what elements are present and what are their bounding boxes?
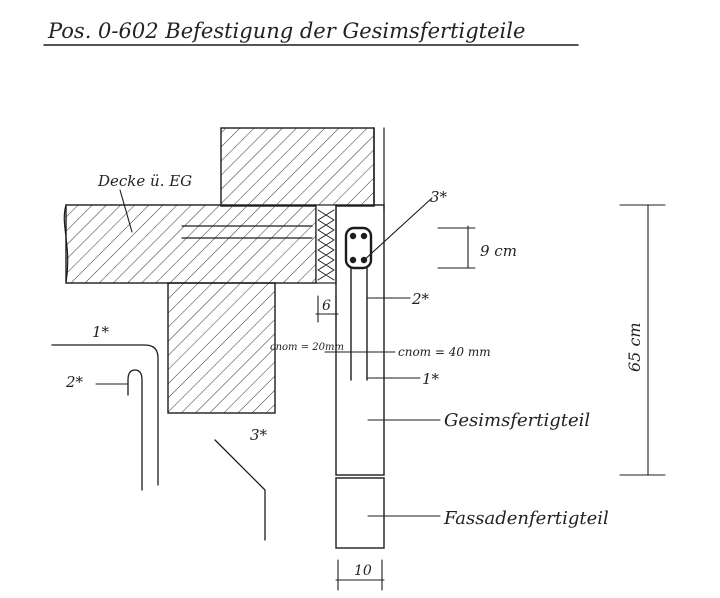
rebar-height-label: 9 cm — [480, 242, 517, 260]
slab-label: Decke ü. EG — [97, 172, 192, 190]
mark-2-right: 2* — [411, 290, 430, 308]
facade-part-label: Fassadenfertigteil — [443, 508, 609, 529]
cornice-element — [335, 204, 385, 476]
mark-3-top: 3* — [430, 188, 448, 206]
slab-leader — [119, 189, 133, 233]
mark-1-left: 1* — [92, 323, 110, 341]
left-detail-diagonal — [214, 439, 266, 541]
cover-left-label: cnom = 20mm — [270, 342, 344, 353]
slab-break-line — [63, 204, 69, 284]
insulation-width-label: 6 — [322, 298, 331, 314]
cornice-part-label: Gesimsfertigteil — [444, 410, 590, 431]
left-detail-outline — [51, 344, 159, 486]
mark-1-right: 1* — [422, 370, 440, 388]
lower-wall — [167, 282, 276, 414]
rebar-bar-3 — [349, 256, 357, 264]
mark-2-left: 2* — [65, 373, 84, 391]
m3-top-leader — [361, 197, 433, 263]
upper-wall — [220, 127, 375, 207]
insulation-pattern — [317, 209, 335, 281]
overall-height-label: 65 cm — [625, 322, 644, 372]
drawing-title: Pos. 0-602 Befestigung der Gesimsfertigt… — [47, 19, 525, 43]
mark-3-left: 3* — [250, 426, 268, 444]
facade-element — [335, 477, 385, 549]
rebar-bar-1 — [349, 232, 357, 240]
cover-right-label: cnom = 40 mm — [398, 345, 491, 359]
facade-width-label: 10 — [354, 563, 372, 579]
left-detail-bar — [127, 369, 143, 491]
insulation-strip — [315, 204, 337, 284]
rebar-bar-2 — [360, 232, 368, 240]
floor-slab — [65, 204, 317, 284]
rebar-stirrup — [344, 226, 373, 270]
